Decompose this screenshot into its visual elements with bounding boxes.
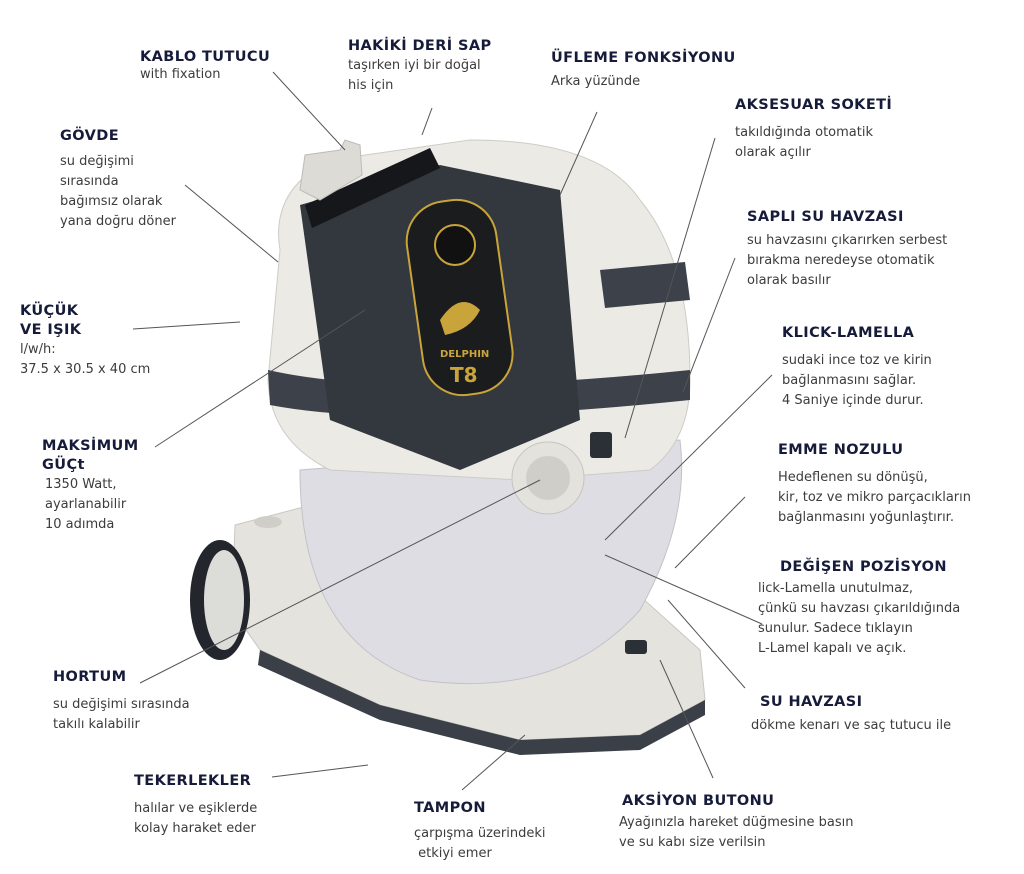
label-title: TAMPON [414, 800, 486, 816]
label-title: KÜÇÜK [20, 303, 79, 319]
model-text: T8 [450, 363, 478, 387]
label-kablo-tutucu: KABLO TUTUCU with fixation [140, 48, 270, 83]
label-tekerlekler: TEKERLEKLER halılar ve eşiklerde kolay h… [134, 772, 257, 839]
label-title: ÜFLEME FONKSİYONU [551, 50, 736, 66]
leather-handle [305, 148, 440, 228]
label-aksesuar-soketi: AKSESUAR SOKETİ takıldığında otomatik ol… [735, 96, 892, 163]
label-text: bağlanmasını sağlar. [782, 373, 917, 388]
label-text: Ayağınızla hareket düğmesine basın [619, 815, 854, 830]
label-title: TEKERLEKLER [134, 773, 252, 789]
label-text: 37.5 x 30.5 x 40 cm [20, 362, 151, 377]
label-title: SU HAVZASI [760, 694, 863, 710]
label-sapli-su-havzasi: SAPLI SU HAVZASI su havzasını çıkarırken… [747, 208, 947, 291]
label-kucuk-ve-isik: KÜÇÜK VE IŞIK l/w/h: 37.5 x 30.5 x 40 cm [20, 302, 150, 380]
leader-lines [132, 71, 773, 791]
label-text: Arka yüzünde [551, 74, 641, 89]
label-title: DEĞİŞEN POZİSYON [780, 559, 947, 575]
label-text: sırasında [60, 174, 119, 189]
label-title: SAPLI SU HAVZASI [747, 209, 904, 225]
label-text: olarak açılır [735, 145, 811, 160]
label-text: yana doğru döner [60, 214, 176, 229]
label-text: etkiyi emer [414, 846, 492, 861]
label-degisen-pozisyon: DEĞİŞEN POZİSYON lick-Lamella unutulmaz,… [758, 558, 960, 659]
label-maksimum-guc: MAKSİMUM GÜÇt 1350 Watt, ayarlanabilir 1… [42, 437, 139, 535]
label-text: taşırken iyi bir doğal [348, 58, 481, 73]
label-text: su havzasını çıkarırken serbest [747, 233, 948, 248]
label-text: bırakma neredeyse otomatik [747, 253, 935, 268]
label-text: dökme kenarı ve saç tutucu ile [751, 718, 952, 733]
label-title: AKSİYON BUTONU [622, 793, 775, 809]
label-text: l/w/h: [20, 342, 56, 357]
label-title: HORTUM [53, 669, 127, 685]
suction-inlet [511, 441, 585, 515]
accessory-socket-button[interactable] [590, 432, 612, 458]
label-text: 1350 Watt, [45, 477, 117, 492]
label-text: takılı kalabilir [53, 717, 140, 732]
label-tampon: TAMPON çarpışma üzerindeki etkiyi emer [414, 799, 546, 864]
label-title: KABLO TUTUCU [140, 49, 271, 65]
label-text: ve su kabı size verilsin [619, 835, 766, 850]
label-text: bağlanmasını yoğunlaştırır. [778, 510, 954, 525]
label-govde: GÖVDE su değişimi sırasında bağımsız ola… [60, 127, 176, 232]
water-basin [299, 439, 683, 685]
label-title: GÖVDE [60, 128, 120, 144]
label-title: HAKİKİ DERİ SAP [348, 38, 492, 54]
label-text: takıldığında otomatik [735, 125, 874, 140]
label-text: his için [348, 78, 394, 93]
label-ufleme: ÜFLEME FONKSİYONU Arka yüzünde [551, 49, 736, 92]
label-text: ayarlanabilir [45, 497, 127, 512]
label-title: GÜÇt [42, 457, 85, 473]
cable-holder [299, 139, 363, 201]
label-su-havzasi: SU HAVZASI dökme kenarı ve saç tutucu il… [751, 693, 951, 736]
power-knob[interactable] [434, 224, 476, 266]
label-text: olarak basılır [747, 273, 831, 288]
label-title: VE IŞIK [20, 322, 82, 338]
label-text: çünkü su havzası çıkarıldığında [758, 601, 961, 616]
label-text: 4 Saniye içinde durur. [782, 393, 924, 408]
label-text: su değişimi [60, 154, 134, 169]
label-text: with fixation [140, 67, 221, 82]
label-text: çarpışma üzerindeki [414, 826, 546, 841]
action-button[interactable] [625, 640, 647, 654]
label-text: Hedeflenen su dönüşü, [778, 470, 928, 485]
label-aksiyon-butonu: AKSİYON BUTONU Ayağınızla hareket düğmes… [619, 792, 854, 853]
dolphin-logo-icon [440, 302, 480, 335]
bumper [258, 650, 705, 755]
label-text: kolay haraket eder [134, 821, 256, 836]
label-text: halılar ve eşiklerde [134, 801, 258, 816]
label-text: 10 adımda [45, 517, 115, 532]
label-text: lick-Lamella unutulmaz, [758, 581, 914, 596]
label-title: EMME NOZULU [778, 442, 904, 458]
label-text: sudaki ince toz ve kirin [782, 353, 932, 368]
label-text: L-Lamel kapalı ve açık. [758, 641, 907, 656]
label-hakiki-deri-sap: HAKİKİ DERİ SAP taşırken iyi bir doğal h… [348, 37, 492, 96]
label-title: KLICK-LAMELLA [782, 325, 915, 341]
label-hortum: HORTUM su değişimi sırasında takılı kala… [53, 668, 190, 735]
label-title: MAKSİMUM [42, 438, 139, 454]
label-text: bağımsız olarak [60, 194, 163, 209]
brand-badge [405, 198, 514, 397]
label-text: kir, toz ve mikro parçacıkların [778, 490, 971, 505]
label-title: AKSESUAR SOKETİ [735, 97, 893, 113]
brand-text: DELPHIN [440, 349, 489, 360]
label-text: sunulur. Sadece tıklayın [758, 621, 913, 636]
label-emme-nozulu: EMME NOZULU Hedeflenen su dönüşü, kir, t… [778, 441, 971, 528]
label-text: su değişimi sırasında [53, 697, 190, 712]
wheel [190, 540, 250, 660]
label-klick-lamella: KLICK-LAMELLA sudaki ince toz ve kirin b… [782, 324, 932, 411]
